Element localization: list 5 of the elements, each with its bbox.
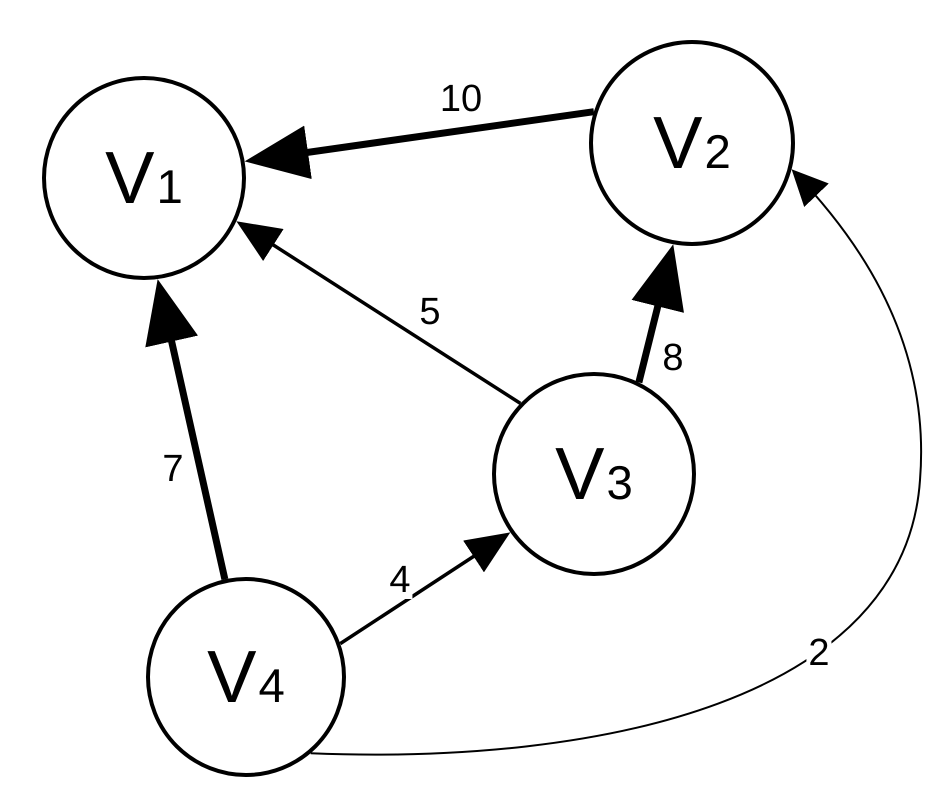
arrow <box>632 244 684 384</box>
arrow <box>236 221 522 405</box>
arrow <box>244 108 594 180</box>
curved-arrow <box>310 169 922 756</box>
arrow <box>339 532 510 646</box>
